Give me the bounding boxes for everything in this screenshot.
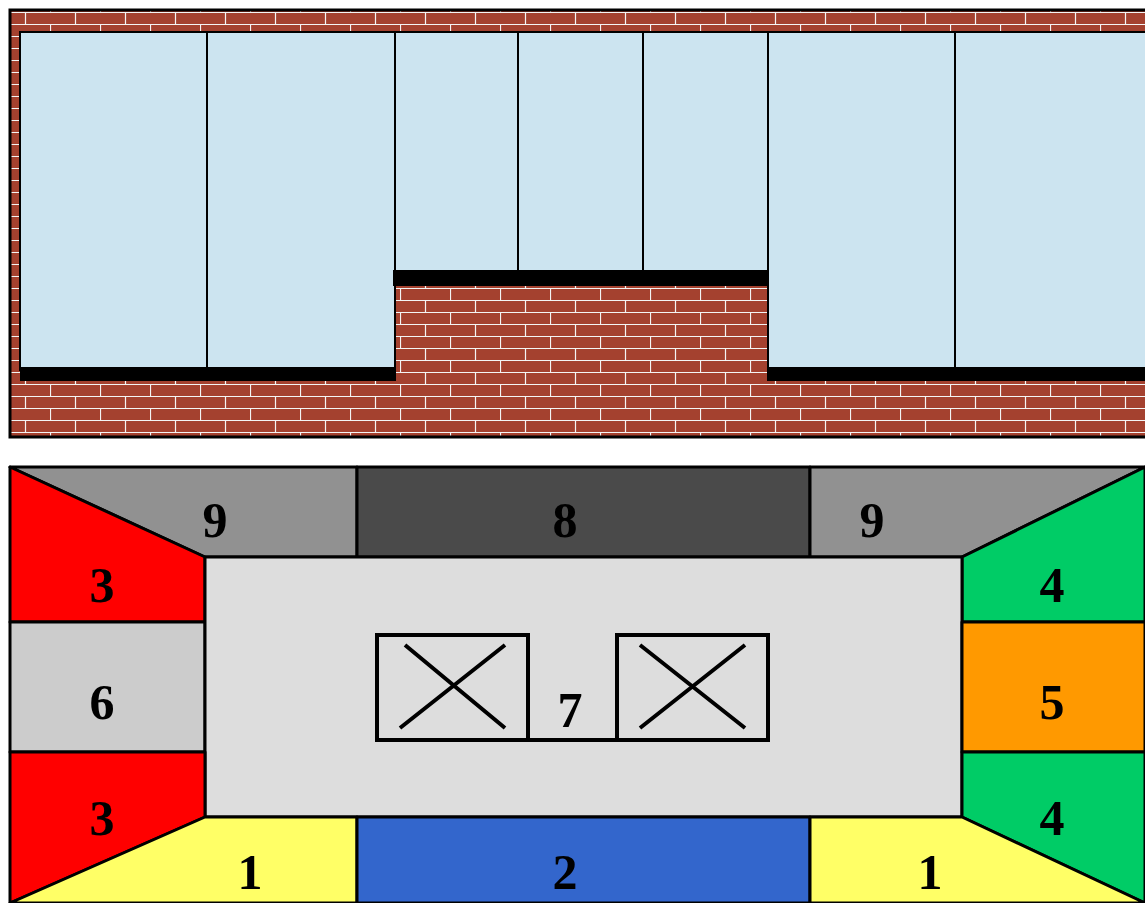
yellow-band: 1 [10, 817, 357, 903]
box-symbol [377, 635, 768, 740]
region-number: 3 [90, 560, 115, 610]
region-number: 9 [860, 495, 885, 545]
region-number: 4 [1040, 560, 1065, 610]
yellow-band: 1 [810, 817, 1145, 903]
region-shape [10, 817, 357, 903]
region-number: 7 [558, 685, 583, 735]
region-number: 4 [1040, 793, 1065, 843]
orange-zone: 5 [962, 622, 1145, 752]
centre-area: 7 [205, 557, 962, 817]
region-number: 3 [90, 793, 115, 843]
region-number: 9 [203, 495, 228, 545]
blue-band: 2 [357, 817, 810, 903]
region-number: 6 [90, 677, 115, 727]
green-zone: 4 [962, 467, 1145, 622]
region-shape [357, 467, 810, 557]
brick-wall-elevation [0, 0, 1145, 440]
region-shape [205, 557, 962, 817]
region-number: 1 [238, 847, 263, 897]
red-zone: 3 [10, 467, 205, 622]
region-number: 1 [918, 847, 943, 897]
region-shape [810, 817, 1145, 903]
dark-band: 8 [357, 467, 810, 557]
region-number: 2 [553, 847, 578, 897]
region-shape [357, 817, 810, 903]
region-number: 5 [1040, 677, 1065, 727]
region-number: 8 [553, 495, 578, 545]
grey-zone: 6 [10, 622, 205, 752]
